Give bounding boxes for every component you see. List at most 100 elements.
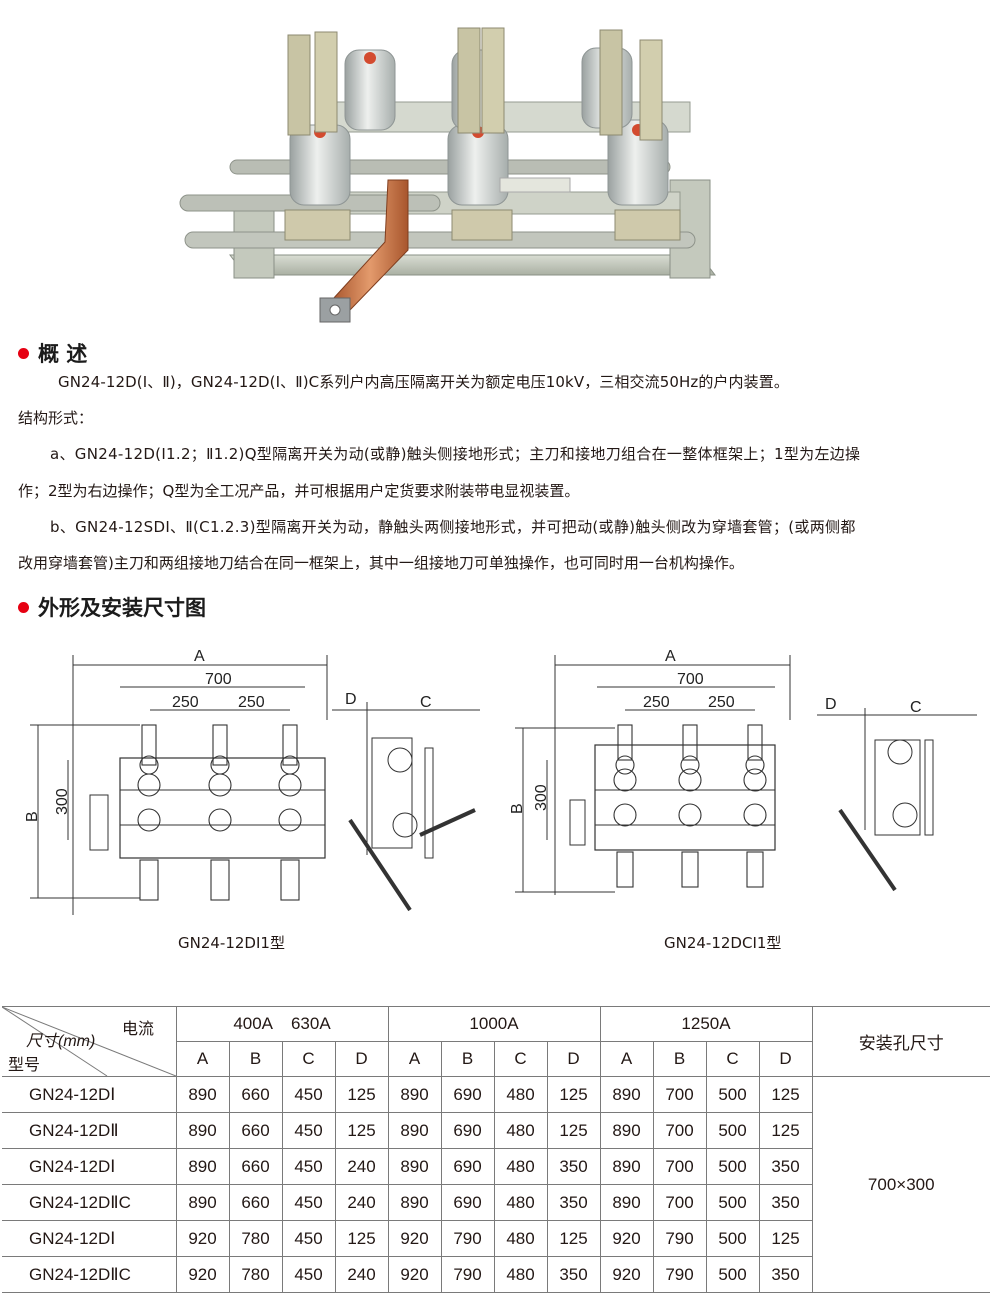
subheader-c: C: [493, 1041, 548, 1077]
value-cell: 920: [175, 1256, 230, 1293]
dim-label-b: B: [509, 803, 526, 814]
value-cell: 700: [652, 1112, 707, 1149]
subheader-b: B: [228, 1041, 283, 1077]
dim-label-300: 300: [54, 788, 71, 815]
dim-label-250a: 250: [643, 694, 670, 711]
subheader-a: A: [175, 1041, 230, 1077]
table-subheader-row: A B C D A B C D A B C D: [2, 1041, 990, 1077]
value-cell: 660: [228, 1184, 283, 1221]
drawing-left: A 700 250 250 B 300 D C: [24, 648, 480, 915]
value-cell: 890: [175, 1148, 230, 1185]
structure-label: 结构形式：: [18, 409, 94, 427]
value-cell: 690: [440, 1184, 495, 1221]
dim-label-d: D: [345, 691, 357, 708]
value-cell: 660: [228, 1148, 283, 1185]
value-cell: 700: [652, 1148, 707, 1185]
value-cell: 350: [546, 1256, 601, 1293]
value-cell: 125: [334, 1076, 389, 1113]
dim-label-a: A: [194, 648, 205, 665]
value-cell: 890: [175, 1184, 230, 1221]
dimensions-heading: 外形及安装尺寸图: [18, 592, 206, 622]
value-cell: 920: [175, 1220, 230, 1257]
dim-label-700: 700: [677, 671, 704, 688]
table-corner-cell: 电流 尺寸(mm) 型号: [2, 1006, 177, 1077]
value-cell: 700: [652, 1184, 707, 1221]
value-cell: 890: [599, 1076, 654, 1113]
value-cell: 920: [599, 1220, 654, 1257]
subheader-b: B: [440, 1041, 495, 1077]
value-cell: 125: [546, 1220, 601, 1257]
model-cell: GN24-12DⅠ: [2, 1076, 177, 1113]
subheader-a: A: [387, 1041, 442, 1077]
value-cell: 690: [440, 1112, 495, 1149]
value-cell: 500: [705, 1148, 760, 1185]
current-group-1000: 1000A: [387, 1006, 601, 1042]
value-cell: 240: [334, 1148, 389, 1185]
dim-label-a: A: [665, 648, 676, 665]
corner-dim-label: 尺寸(mm): [26, 1033, 96, 1050]
mount-header: 安装孔尺寸: [811, 1006, 990, 1077]
bullet-dot-icon: [18, 601, 29, 613]
value-cell: 125: [546, 1112, 601, 1149]
value-cell: 500: [705, 1112, 760, 1149]
value-cell: 450: [281, 1220, 336, 1257]
value-cell: 480: [493, 1112, 548, 1149]
model-cell: GN24-12DⅡC: [2, 1256, 177, 1293]
current-group-1250: 1250A: [599, 1006, 813, 1042]
drawing-right-caption: GN24-12DCⅠ1型: [664, 934, 782, 952]
value-cell: 890: [387, 1184, 442, 1221]
value-cell: 890: [175, 1112, 230, 1149]
overview-heading: 概 述: [18, 338, 87, 368]
value-cell: 780: [228, 1256, 283, 1293]
value-cell: 450: [281, 1112, 336, 1149]
model-cell: GN24-12DⅡ: [2, 1112, 177, 1149]
subheader-c: C: [705, 1041, 760, 1077]
value-cell: 500: [705, 1220, 760, 1257]
item-b-line1: b、GN24-12SDⅠ、Ⅱ(C1.2.3)型隔离开关为动，静触头两侧接地形式，…: [50, 518, 856, 536]
mount-value: 700×300: [811, 1076, 990, 1293]
subheader-d: D: [334, 1041, 389, 1077]
value-cell: 890: [387, 1148, 442, 1185]
value-cell: 450: [281, 1184, 336, 1221]
value-cell: 480: [493, 1220, 548, 1257]
value-cell: 350: [546, 1184, 601, 1221]
dim-label-700: 700: [205, 671, 232, 688]
value-cell: 790: [652, 1220, 707, 1257]
value-cell: 350: [758, 1148, 813, 1185]
value-cell: 480: [493, 1184, 548, 1221]
value-cell: 780: [228, 1220, 283, 1257]
value-cell: 690: [440, 1076, 495, 1113]
value-cell: 660: [228, 1112, 283, 1149]
value-cell: 125: [758, 1220, 813, 1257]
value-cell: 450: [281, 1148, 336, 1185]
value-cell: 240: [334, 1256, 389, 1293]
value-cell: 125: [546, 1076, 601, 1113]
value-cell: 920: [599, 1256, 654, 1293]
subheader-b: B: [652, 1041, 707, 1077]
value-cell: 450: [281, 1256, 336, 1293]
value-cell: 790: [440, 1256, 495, 1293]
value-cell: 890: [387, 1112, 442, 1149]
value-cell: 125: [334, 1220, 389, 1257]
model-cell: GN24-12DⅠ: [2, 1148, 177, 1185]
value-cell: 350: [546, 1148, 601, 1185]
value-cell: 790: [440, 1220, 495, 1257]
value-cell: 690: [440, 1148, 495, 1185]
value-cell: 790: [652, 1256, 707, 1293]
item-b-line2: 改用穿墙套管)主刀和两组接地刀结合在同一框架上，其中一组接地刀可单独操作，也可同…: [18, 554, 744, 572]
subheader-c: C: [281, 1041, 336, 1077]
value-cell: 890: [599, 1184, 654, 1221]
dim-label-c: C: [910, 699, 922, 716]
drawing-left-caption: GN24-12DⅠ1型: [178, 934, 285, 952]
drawing-right: A 700 250 250 B 300 D C: [509, 648, 977, 895]
value-cell: 480: [493, 1076, 548, 1113]
dim-label-250b: 250: [238, 694, 265, 711]
item-a-line1: a、GN24-12D(Ⅰ1.2；Ⅱ1.2)Q型隔离开关为动(或静)触头侧接地形式…: [50, 445, 861, 463]
value-cell: 450: [281, 1076, 336, 1113]
dim-label-250a: 250: [172, 694, 199, 711]
value-cell: 890: [387, 1076, 442, 1113]
